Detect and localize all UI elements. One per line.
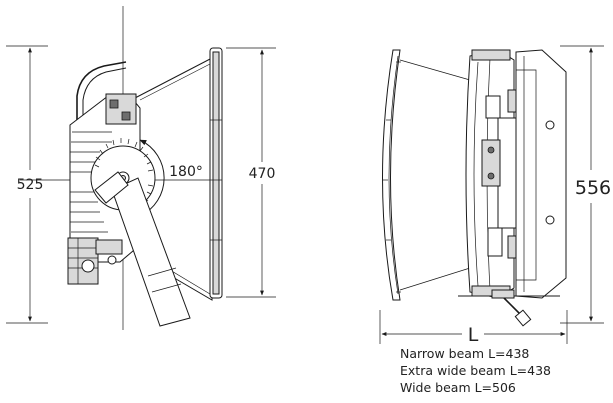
dimension-length-label: L [468, 324, 479, 346]
rotation-angle-label: 180° [169, 164, 203, 180]
dimension-reflector-height-label: 470 [249, 166, 276, 182]
beam-note-wide: Wide beam L=506 [400, 380, 516, 395]
dimension-height-left-label: 525 [17, 177, 44, 193]
dimension-height-left [6, 45, 48, 324]
dimension-length [379, 310, 568, 344]
dimension-height-right-label: 556 [575, 177, 611, 199]
beam-note-extra-wide: Extra wide beam L=438 [400, 363, 551, 378]
side-view [20, 6, 223, 330]
dimension-reflector-height [226, 47, 276, 298]
beam-note-narrow: Narrow beam L=438 [400, 346, 529, 361]
rear-view [382, 49, 567, 327]
